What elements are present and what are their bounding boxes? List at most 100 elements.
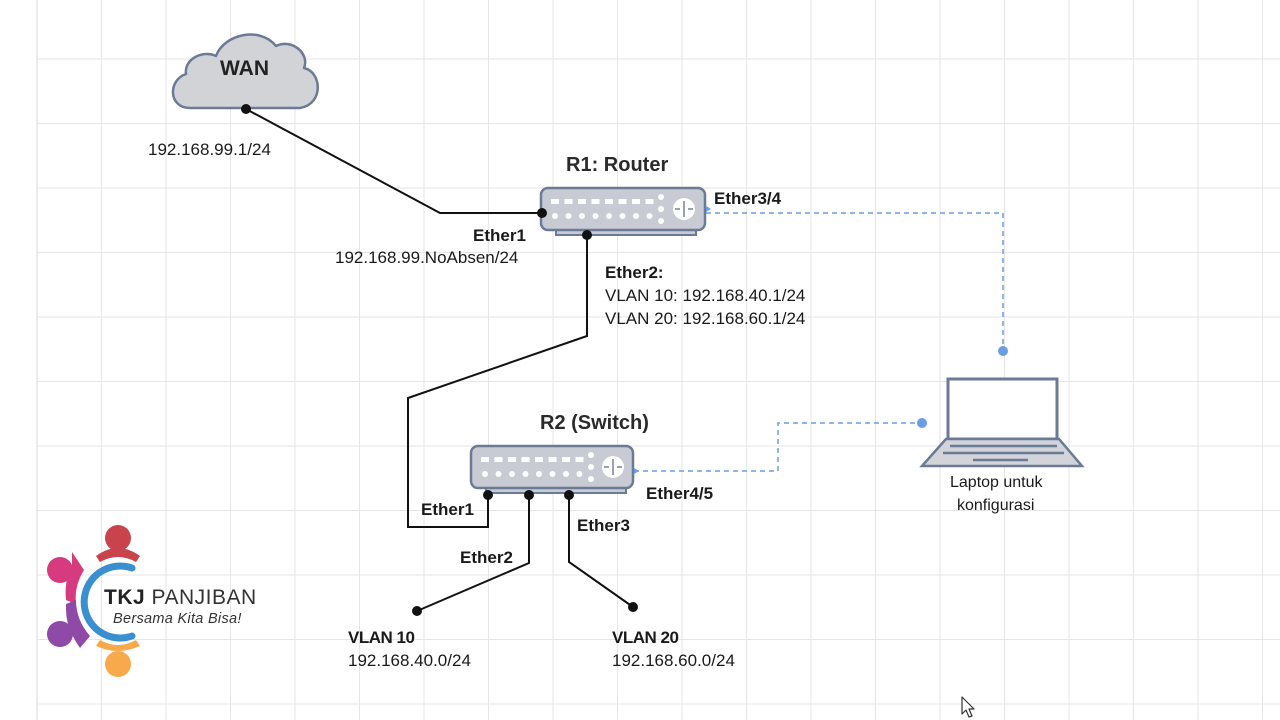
port-led-icon xyxy=(606,213,612,219)
switch-ports xyxy=(481,452,594,482)
ethernet-port-icon xyxy=(494,457,503,462)
port-led-icon xyxy=(549,471,556,477)
port-led-icon xyxy=(579,213,585,219)
wire-r2-vlan20 xyxy=(568,495,634,608)
mgmt-link-r2-laptop xyxy=(634,422,922,472)
wire-r2-vlan10 xyxy=(416,495,530,612)
blue-arc-icon xyxy=(80,562,136,642)
keyboard-lines xyxy=(943,444,1064,462)
r2-switch[interactable] xyxy=(469,444,639,494)
vlan20-network: 192.168.60.0/24 xyxy=(612,651,735,670)
port-led-icon xyxy=(619,213,626,219)
r2-ether3-label: Ether3 xyxy=(577,516,630,535)
wire-r1-r2 xyxy=(407,235,588,528)
port-led-icon xyxy=(592,213,599,219)
dot-wan xyxy=(241,104,251,114)
dot-r1-ether2 xyxy=(582,230,592,240)
ethernet-port-icon xyxy=(578,199,586,204)
ethernet-port-icon xyxy=(564,199,573,204)
ethernet-port-icon xyxy=(591,199,600,204)
dot-r2-ether2 xyxy=(524,490,534,500)
wan-ip: 192.168.99.1/24 xyxy=(148,140,271,159)
dot-vlan10 xyxy=(412,606,422,616)
ethernet-port-icon xyxy=(605,199,613,204)
ethernet-port-icon xyxy=(551,199,559,204)
person-pink-icon xyxy=(47,552,84,604)
dot-laptop-left xyxy=(917,418,927,428)
port-led-icon xyxy=(495,471,502,477)
dot-r2-ether3 xyxy=(564,490,574,500)
wire-wan-r1 xyxy=(245,108,541,214)
r1-router[interactable] xyxy=(539,186,711,236)
status-led-icon xyxy=(588,452,594,458)
ethernet-port-icon xyxy=(521,457,530,462)
wan-cloud[interactable] xyxy=(171,33,319,110)
person-purple-icon xyxy=(47,600,90,648)
router-ports xyxy=(551,194,664,224)
wires xyxy=(245,108,634,612)
ethernet-port-icon xyxy=(645,199,654,204)
status-led-icon xyxy=(588,476,594,482)
logo-tagline: Bersama Kita Bisa! xyxy=(113,611,242,627)
vlan20-name: VLAN 20 xyxy=(612,628,679,647)
status-led-icon xyxy=(588,464,594,470)
r2-ether45-label: Ether4/5 xyxy=(646,484,714,503)
connection-dots xyxy=(241,104,638,616)
r1-ether2-vlan10: VLAN 10: 192.168.40.1/24 xyxy=(605,286,806,305)
port-led-icon xyxy=(509,471,515,477)
port-led-icon xyxy=(576,471,583,477)
logo-title-bold: TKJ xyxy=(104,586,146,609)
r1-title: R1: Router xyxy=(566,154,669,176)
tkj-logo: TKJ PANJIBAN Bersama Kita Bisa! xyxy=(104,586,257,628)
r1-ether2-vlan20: VLAN 20: 192.168.60.1/24 xyxy=(605,309,806,328)
status-led-icon xyxy=(658,194,664,200)
port-led-icon xyxy=(565,213,572,219)
mouse-pointer-icon xyxy=(961,696,975,718)
background-grid xyxy=(36,0,1280,720)
vlan10-name: VLAN 10 xyxy=(348,628,415,647)
tkj-logo-graphic xyxy=(47,525,140,677)
r1-ether1-label: Ether1 xyxy=(473,226,526,245)
port-led-icon xyxy=(563,471,569,477)
port-marker xyxy=(706,206,711,212)
logo-title-rest: PANJIBAN xyxy=(151,586,257,609)
port-led-icon xyxy=(552,213,558,219)
laptop-screen xyxy=(946,377,1059,441)
dot-vlan20 xyxy=(628,602,638,612)
ethernet-port-icon xyxy=(562,457,570,462)
r2-ether2-label: Ether2 xyxy=(460,548,513,567)
ethernet-port-icon xyxy=(575,457,584,462)
port-led-icon xyxy=(482,471,488,477)
r2-ether1-label: Ether1 xyxy=(421,500,474,519)
move-arrows-icon xyxy=(675,201,693,217)
port-led-icon xyxy=(536,471,542,477)
laptop-label-line2: konfigurasi xyxy=(957,497,1035,514)
laptop-label-line1: Laptop untuk xyxy=(950,474,1043,491)
ethernet-port-icon xyxy=(535,457,543,462)
cloud-icon xyxy=(171,33,319,110)
dot-r1-ether1 xyxy=(537,208,547,218)
ethernet-port-icon xyxy=(548,457,557,462)
person-red-icon xyxy=(96,525,140,562)
ethernet-port-icon xyxy=(632,199,640,204)
laptop[interactable] xyxy=(919,377,1085,468)
status-led-icon xyxy=(658,206,664,212)
r1-ether2-label: Ether2: xyxy=(605,263,664,282)
person-orange-icon xyxy=(96,640,140,677)
port-led-icon xyxy=(522,471,529,477)
mgmt-link-r1-laptop xyxy=(706,212,1004,350)
ethernet-port-icon xyxy=(618,199,627,204)
dot-laptop-top xyxy=(998,346,1008,356)
port-marker xyxy=(634,468,639,474)
dot-r2-ether1 xyxy=(483,490,493,500)
vlan10-network: 192.168.40.0/24 xyxy=(348,651,471,670)
logo-title: TKJ PANJIBAN xyxy=(104,586,257,610)
status-led-icon xyxy=(658,218,664,224)
wan-label: WAN xyxy=(220,57,269,80)
ethernet-port-icon xyxy=(508,457,516,462)
mgmt-links xyxy=(634,212,1004,472)
port-led-icon xyxy=(646,213,653,219)
r2-title: R2 (Switch) xyxy=(540,412,649,434)
r1-ether34-label: Ether3/4 xyxy=(714,189,782,208)
